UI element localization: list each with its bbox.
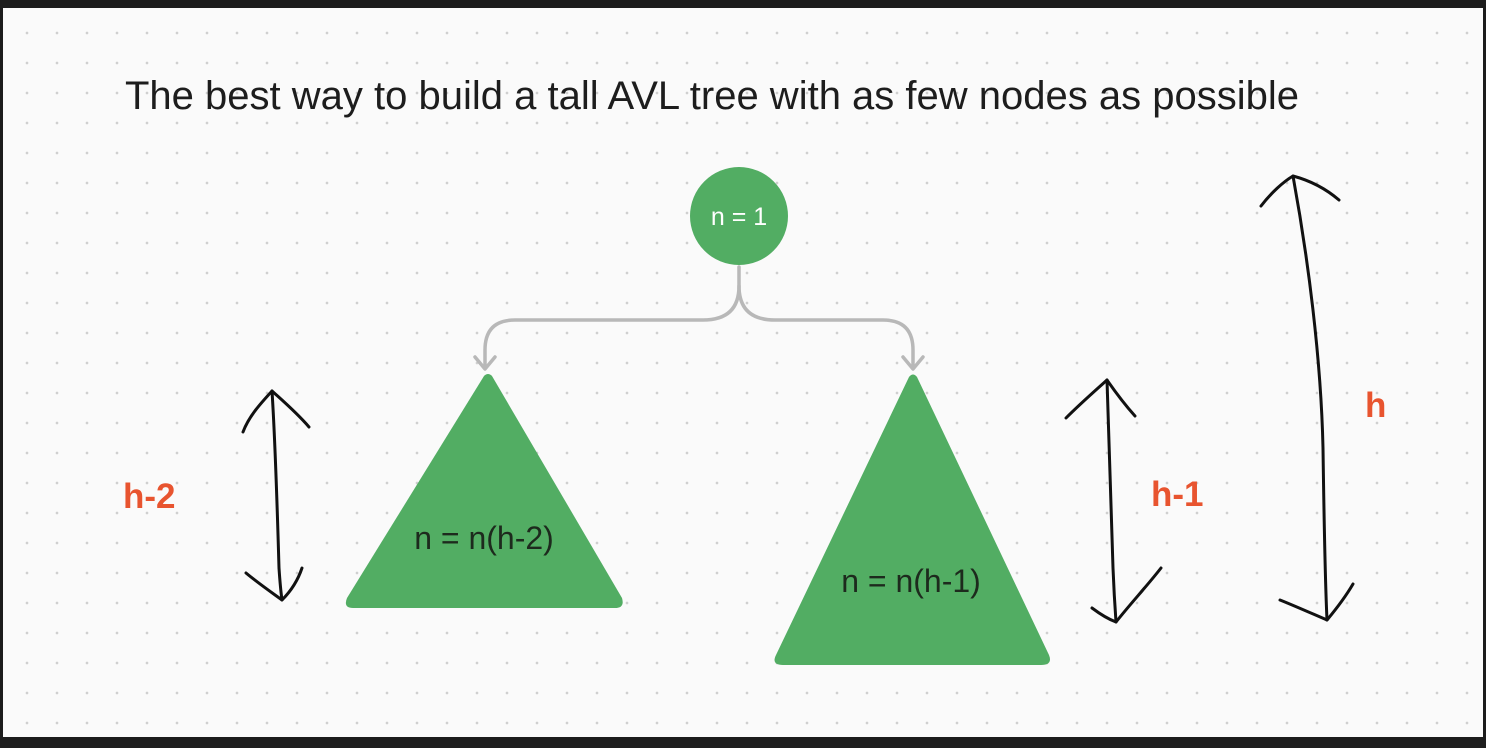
connector-right <box>737 284 915 370</box>
height-label-total: h <box>1365 386 1386 425</box>
height-arrow-total <box>1259 174 1355 622</box>
root-node-label: n = 1 <box>711 203 767 231</box>
right-subtree-triangle <box>774 374 1050 665</box>
left-subtree: n = n(h-2) <box>345 374 623 608</box>
height-arrow-left <box>241 389 311 602</box>
arrowhead-left-icon <box>473 355 497 371</box>
right-subtree-label: n = n(h-1) <box>841 563 981 599</box>
root-node: n = 1 <box>690 167 788 265</box>
height-arrow-right <box>1064 378 1163 624</box>
connector-left <box>483 265 741 370</box>
diagram-title: The best way to build a tall AVL tree wi… <box>125 74 1299 118</box>
avl-diagram: The best way to build a tall AVL tree wi… <box>123 74 1386 665</box>
right-subtree: n = n(h-1) <box>774 374 1050 665</box>
left-subtree-triangle <box>345 374 623 608</box>
height-label-right: h-1 <box>1151 475 1204 514</box>
height-label-left: h-2 <box>123 477 176 516</box>
arrowhead-right-icon <box>901 355 925 371</box>
left-subtree-label: n = n(h-2) <box>414 520 554 556</box>
root-node-circle <box>690 167 788 265</box>
